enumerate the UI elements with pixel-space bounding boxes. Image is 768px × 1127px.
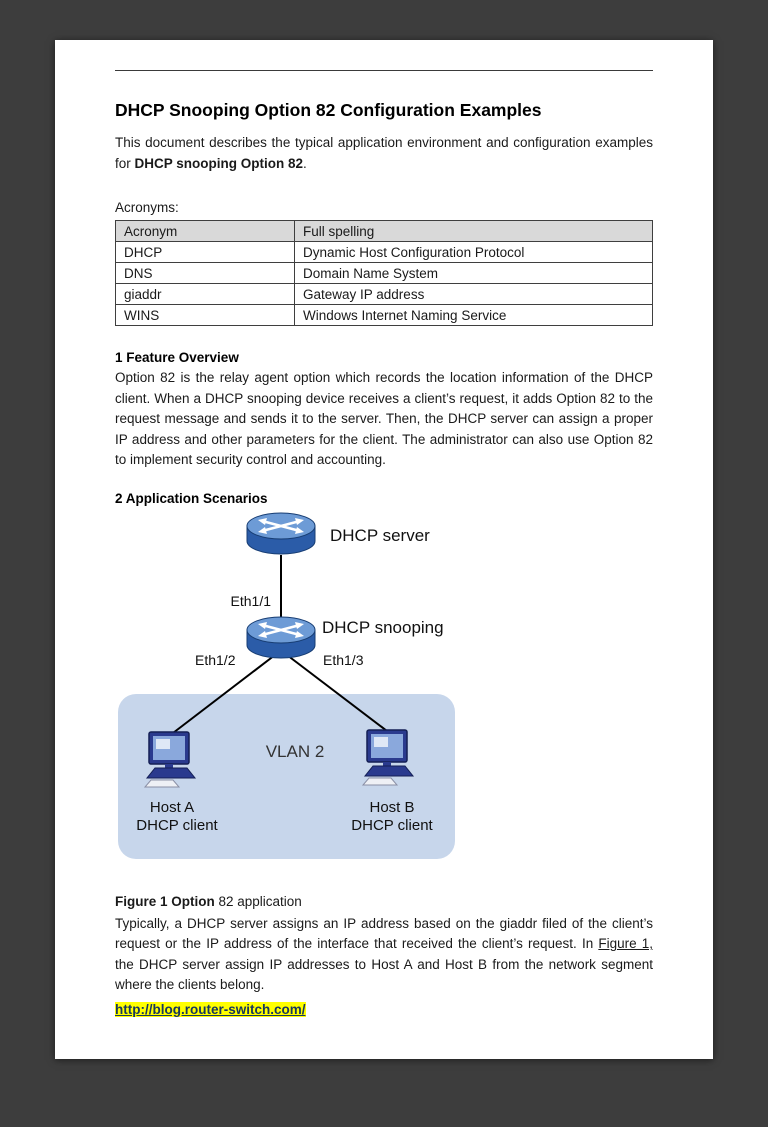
cell-acronym: WINS <box>115 304 295 326</box>
page-title: DHCP Snooping Option 82 Configuration Ex… <box>115 100 542 120</box>
table-row: WINS Windows Internet Naming Service <box>115 304 653 326</box>
closing-text-pre: Typically, a DHCP server assigns an IP a… <box>115 915 653 952</box>
cell-acronym: DNS <box>115 262 295 284</box>
dhcp-snooping-label: DHCP snooping <box>322 617 444 637</box>
host-b-label: Host B <box>369 798 415 816</box>
section1-heading: 1 Feature Overview <box>115 350 239 365</box>
figure-caption-bold: Figure 1 Option <box>115 893 215 909</box>
eth1-3-label: Eth1/3 <box>323 651 364 668</box>
cell-acronym: DHCP <box>115 241 295 263</box>
cell-full-spelling: Domain Name System <box>294 262 653 284</box>
intro-text-post: . <box>303 155 307 171</box>
host-a-label: Host A <box>149 798 195 816</box>
intro-text-pre: This document describes the typical appl… <box>115 135 653 171</box>
eth1-1-label: Eth1/1 <box>230 592 271 609</box>
cell-full-spelling: Dynamic Host Configuration Protocol <box>294 241 653 263</box>
acronyms-label: Acronyms: <box>115 200 179 215</box>
connection-lines <box>172 554 388 734</box>
cell-acronym: giaddr <box>115 283 295 305</box>
host-a-dhcp-client-label: DHCP client <box>136 816 218 834</box>
intro-paragraph: This document describes the typical appl… <box>115 133 653 174</box>
eth1-2-label: Eth1/2 <box>195 651 236 668</box>
figure-caption-rest: 82 application <box>214 893 302 909</box>
closing-paragraph: Typically, a DHCP server assigns an IP a… <box>115 914 653 996</box>
host-b-computer-icon <box>361 728 419 790</box>
figure-caption: Figure 1 Option 82 application <box>115 892 653 912</box>
document-page: DHCP Snooping Option 82 Configuration Ex… <box>55 40 713 1059</box>
table-row: DNS Domain Name System <box>115 262 653 284</box>
blog-link[interactable]: http://blog.router-switch.com/ <box>115 1001 306 1017</box>
cell-full-spelling: Windows Internet Naming Service <box>294 304 653 326</box>
host-b-dhcp-client-label: DHCP client <box>351 816 433 834</box>
network-diagram: DHCP server Eth1/1 DHCP snooping Eth1/2 … <box>115 509 653 864</box>
cell-full-spelling: Gateway IP address <box>294 283 653 305</box>
section1-body: Option 82 is the relay agent option whic… <box>115 370 653 467</box>
vlan2-label: VLAN 2 <box>265 741 325 761</box>
closing-text-post: the DHCP server assign IP addresses to H… <box>115 956 653 993</box>
header-rule <box>115 70 653 71</box>
table-row: DHCP Dynamic Host Configuration Protocol <box>115 241 653 263</box>
dhcp-server-label: DHCP server <box>330 525 430 545</box>
header-full-spelling: Full spelling <box>294 220 653 242</box>
header-acronym: Acronym <box>115 220 295 242</box>
dhcp-server-switch-icon <box>245 511 317 559</box>
acronym-table: Acronym Full spelling DHCP Dynamic Host … <box>115 220 653 326</box>
figure1-link[interactable]: Figure 1, <box>598 936 653 951</box>
dhcp-snooping-switch-icon <box>245 615 317 663</box>
host-a-computer-icon <box>143 730 201 792</box>
section2-heading: 2 Application Scenarios <box>115 490 268 506</box>
intro-text-bold: DHCP snooping Option 82 <box>134 155 304 171</box>
table-row: giaddr Gateway IP address <box>115 283 653 305</box>
table-header-row: Acronym Full spelling <box>115 220 653 242</box>
